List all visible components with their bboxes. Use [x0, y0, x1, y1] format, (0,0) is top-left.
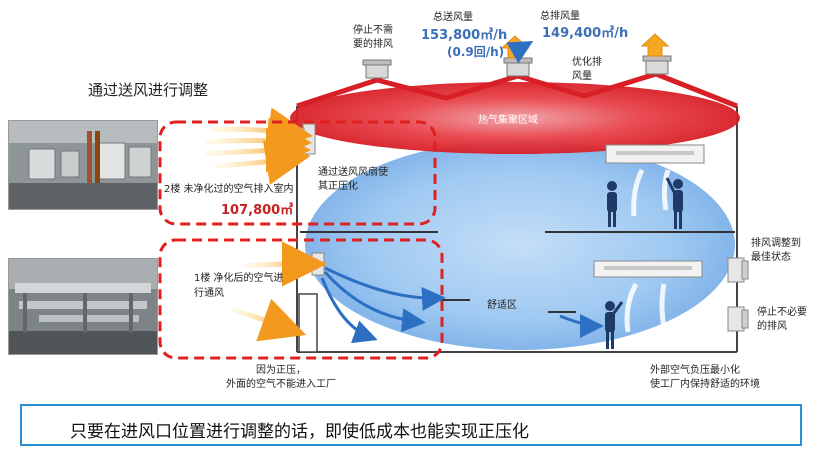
- fan-icon: [727, 306, 749, 332]
- arrow-icon: [209, 107, 313, 153]
- arrow-icon: [559, 313, 604, 338]
- photo-floor2-ducts: [8, 120, 158, 210]
- arrow-icon: [324, 266, 446, 311]
- photo-floor1-ducts: [8, 258, 158, 355]
- total-supply-label: 总送风量: [433, 12, 473, 23]
- floor2-note: 2楼 未净化过的空气排入室内: [164, 184, 294, 195]
- positive-pressure-note: 因为正压， 外面的空气不能进入工厂: [226, 365, 336, 390]
- comfort-zone-label: 舒适区: [487, 300, 517, 311]
- total-supply-value: 153,800㎥/h: [421, 28, 508, 43]
- air-conditioner-icon: [593, 260, 703, 278]
- arrow-icon: [323, 271, 426, 333]
- fan-icon: [727, 257, 749, 283]
- floor2-supply-box: [158, 120, 437, 226]
- floor1-note: 1楼 净化后的空气进 行通风: [194, 273, 284, 299]
- arrow-icon: [231, 298, 307, 342]
- hot-air-zone: [290, 82, 740, 154]
- air-conditioner-icon: [605, 144, 705, 164]
- total-exhaust-label: 总排风量: [540, 11, 580, 22]
- fan-icon: [297, 123, 316, 155]
- person-icon: [607, 181, 617, 227]
- exhaust-vent-icon: [503, 57, 533, 77]
- bottom-caption: 只要在进风口位置进行调整的话，即使低成本也能实现正压化: [70, 422, 529, 442]
- exhaust-vent-icon: [642, 55, 672, 75]
- floor2-value: 107,800㎥: [221, 203, 294, 218]
- person-icon: [605, 301, 624, 349]
- caption-box: 只要在进风口位置进行调整的话，即使低成本也能实现正压化: [20, 404, 802, 446]
- arrow-icon: [204, 117, 312, 163]
- stop-unneeded-exhaust-label: 停止不需 要的排风: [353, 25, 393, 50]
- outside-pressure-note: 外部空气负压最小化 使工厂内保持舒适的环境: [650, 365, 760, 390]
- exhaust-vent-icon: [362, 59, 392, 79]
- page-title: 通过送风进行调整: [88, 81, 209, 99]
- arrow-icon: [320, 277, 378, 344]
- person-icon: [665, 177, 683, 229]
- arrow-icon: [244, 241, 327, 287]
- arrow-icon: [204, 127, 311, 173]
- arrow-icon: [214, 140, 311, 185]
- hot-air-zone-label: 热气集聚区域: [478, 115, 538, 126]
- adjust-exhaust-label: 排风调整到 最佳状态: [751, 238, 801, 263]
- fan-icon: [311, 252, 325, 276]
- total-exhaust-value: 149,400㎥/h: [542, 26, 629, 41]
- optimize-exhaust-label: 优化排 风量: [572, 57, 602, 82]
- arrow-icon: [506, 41, 534, 64]
- floor2-fan-note: 通过送风风扇使 其正压化: [318, 167, 388, 192]
- arrow-icon: [640, 33, 670, 57]
- total-supply-ratio: (0.9回/h): [447, 45, 505, 59]
- stop-exhaust-label: 停止不必要 的排风: [757, 307, 807, 332]
